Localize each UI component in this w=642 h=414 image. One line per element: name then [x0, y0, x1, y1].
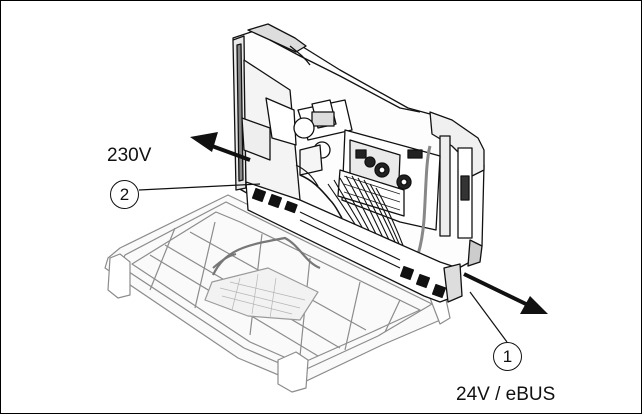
arrow-230v [190, 132, 251, 162]
voltage-24v-ebus-label: 24V / eBUS [456, 384, 556, 405]
front-cover [104, 194, 451, 393]
arrow-24v-ebus [463, 272, 548, 314]
voltage-230-label: 230V [107, 145, 152, 166]
rear-housing [232, 23, 485, 303]
callout-1: 1 [493, 342, 522, 371]
leader-line-2 [138, 183, 261, 191]
callout-2: 2 [110, 180, 139, 209]
leader-line-1 [469, 291, 508, 343]
